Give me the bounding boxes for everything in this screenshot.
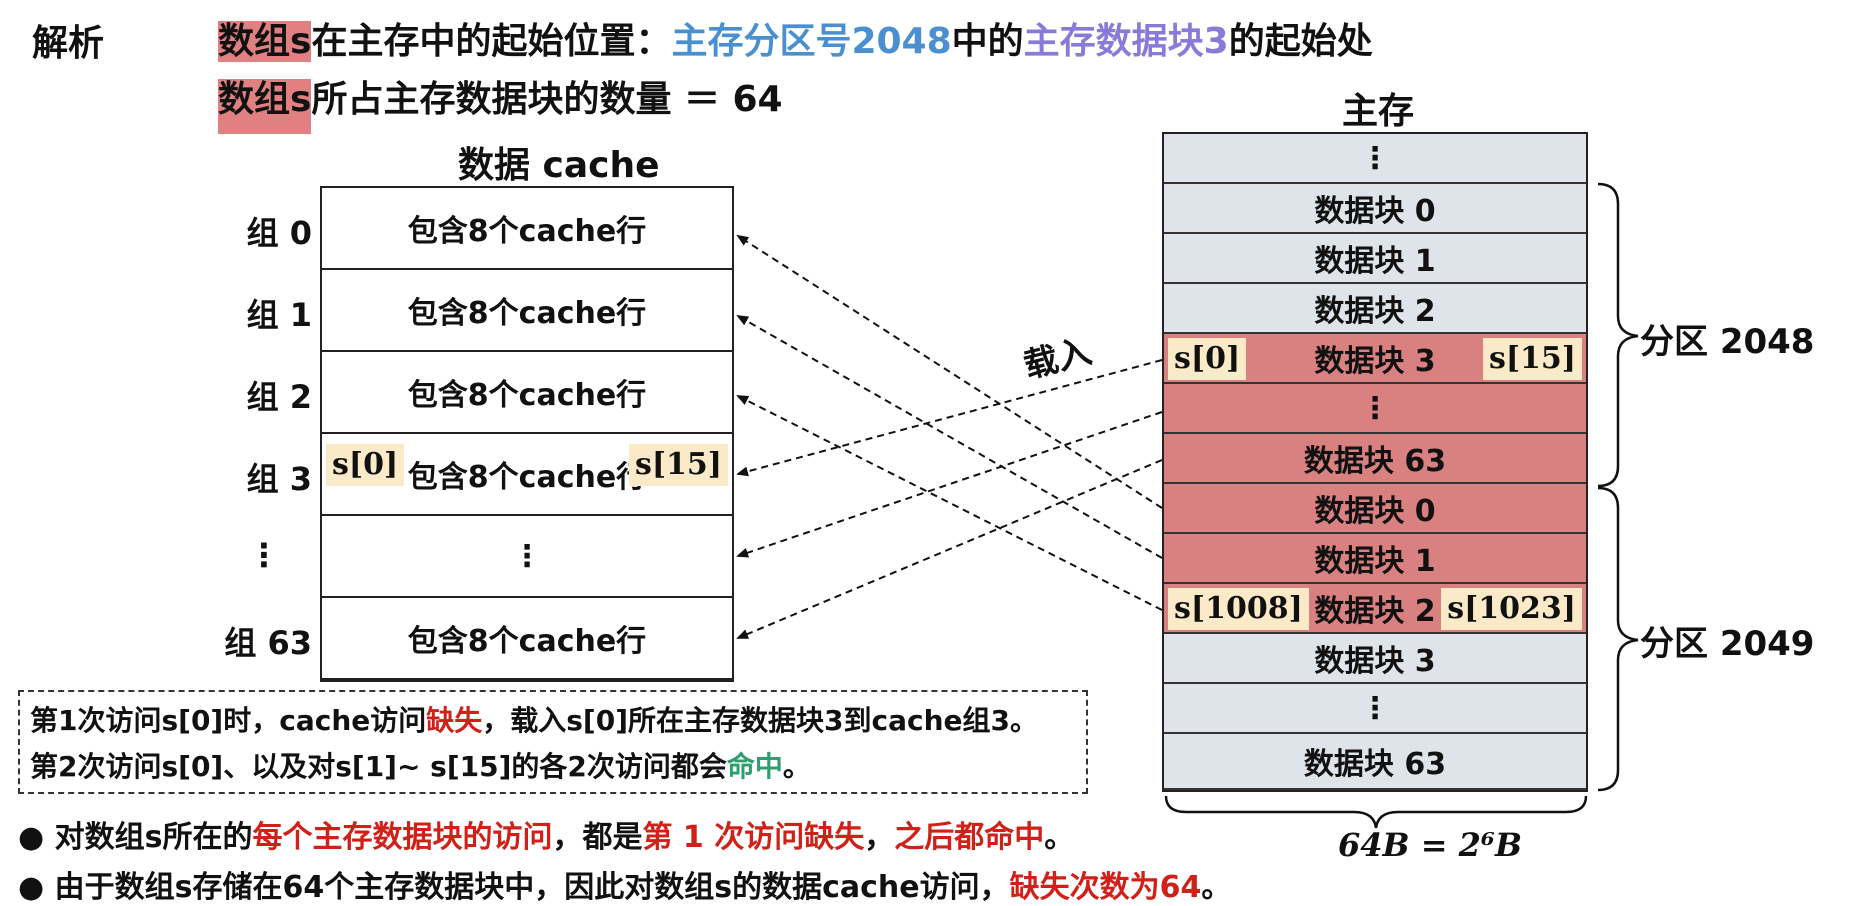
memory-row: 数据块 3: [1164, 634, 1586, 684]
bullet-1-b: ，都是: [552, 820, 643, 855]
note-box: 第1次访问s[0]时，cache访问缺失，载入s[0]所在主存数据块3到cach…: [18, 690, 1088, 794]
group-label-3: 组 3: [246, 460, 312, 498]
note-miss: 缺失: [426, 704, 483, 737]
memory-row-label: 数据块 2: [1314, 594, 1436, 629]
cache-row-content: ⋮: [512, 538, 542, 574]
bullet-1-red-3: 之后都命中: [894, 820, 1045, 855]
bullet-1-a: 对数组s所在的: [54, 820, 253, 855]
memory-tag-s15: s[15]: [1482, 338, 1582, 380]
bullet-1-red-1: 每个主存数据块的访问: [252, 820, 553, 855]
group-label-2: 组 2: [246, 378, 312, 416]
group-label-0: 组 0: [246, 214, 312, 252]
line-2: 数组s所占主存数据块的数量 ＝ 64: [218, 70, 783, 134]
memory-row: 数据块 1: [1164, 234, 1586, 284]
cache-row: 包含8个cache行: [322, 434, 732, 516]
memory-tag-s1008: s[1008]: [1168, 588, 1309, 630]
note-line-1: 第1次访问s[0]时，cache访问缺失，载入s[0]所在主存数据块3到cach…: [30, 698, 1076, 744]
cache-row: 包含8个cache行: [322, 270, 732, 352]
arrow-block63-to-group63: [736, 459, 1163, 639]
memory-table: ⋮ 数据块 0 数据块 1 数据块 2 数据块 3 ⋮ 数据块 63 数据块 0…: [1162, 132, 1588, 792]
memory-row: ⋮: [1164, 384, 1586, 434]
partition-2048-label: 分区 2048: [1640, 322, 1815, 362]
memory-row-label: 数据块 1: [1314, 544, 1436, 579]
memory-row: 数据块 0: [1164, 484, 1586, 534]
cache-row-content: 包含8个cache行: [407, 624, 647, 659]
cache-row: 包含8个cache行: [322, 188, 732, 270]
cache-row-content: 包含8个cache行: [407, 378, 647, 413]
memory-row-label: 数据块 3: [1314, 644, 1436, 679]
line-1: 数组s在主存中的起始位置：主存分区号2048中的主存数据块3的起始处: [218, 12, 1373, 64]
cache-title: 数据 cache: [458, 145, 660, 186]
memory-row: 数据块 2: [1164, 284, 1586, 334]
arrow-block0-to-group0: [736, 234, 1163, 509]
memory-row-label: 数据块 2: [1314, 294, 1436, 329]
partition-number: 主存分区号2048: [671, 21, 952, 62]
memory-row-label: ⋮: [1360, 390, 1390, 426]
memory-row-label: 数据块 1: [1314, 244, 1436, 279]
memory-row-label: 数据块 0: [1314, 194, 1436, 229]
memory-tag-s0: s[0]: [1168, 338, 1247, 380]
brace-partition-2049: [1597, 486, 1639, 792]
memory-row-label: ⋮: [1360, 690, 1390, 726]
brace-partition-2048: [1597, 182, 1639, 488]
note-line-1-a: 第1次访问s[0]时，cache访问: [30, 704, 427, 737]
note-line-2-b: 。: [782, 750, 811, 783]
bullet-2: ● 由于数组s存储在64个主存数据块中，因此对数组s的数据cache访问，缺失次…: [18, 862, 1231, 906]
bullet-1-red-2: 第 1 次访问缺失: [642, 820, 865, 855]
bullet-2-a: 由于数组s存储在64个主存数据块中，因此对数组s的数据cache访问，: [54, 870, 1010, 905]
arrow-block1-to-group1: [736, 315, 1163, 559]
memory-title: 主存: [1342, 91, 1415, 132]
cache-row: 包含8个cache行: [322, 598, 732, 680]
memory-row-label: ⋮: [1360, 140, 1390, 176]
bullet-1-c: ，: [864, 820, 895, 855]
arrow-block3-to-group3: [736, 359, 1163, 477]
note-line-2-a: 第2次访问s[0]、以及对s[1]~ s[15]的各2次访问都会: [30, 750, 727, 783]
block-number: 主存数据块3: [1023, 21, 1229, 62]
memory-row-label: 数据块 3: [1314, 344, 1436, 379]
cache-tag-s0: s[0]: [326, 444, 405, 486]
line-1-text-b: 中的: [951, 21, 1024, 62]
arrow-ellipsis-to-ellipsis: [736, 411, 1163, 558]
array-name-highlight: 数组s: [218, 21, 312, 62]
memory-tag-s1023: s[1023]: [1441, 588, 1582, 630]
cache-row: 包含8个cache行: [322, 352, 732, 434]
cache-table: 包含8个cache行 包含8个cache行 包含8个cache行 包含8个cac…: [320, 186, 734, 682]
memory-row-label: 数据块 63: [1303, 747, 1447, 782]
memory-row: 数据块 63: [1164, 434, 1586, 484]
cache-row: ⋮: [322, 516, 732, 598]
cache-row-content: 包含8个cache行: [407, 214, 647, 249]
partition-2049-label: 分区 2049: [1640, 624, 1815, 664]
brace-block-size: [1164, 795, 1588, 829]
line-1-text-c: 的起始处: [1228, 21, 1373, 62]
arrow-block2-to-group2: [736, 395, 1163, 611]
bullet-1-d: 。: [1044, 820, 1075, 855]
group-label-1: 组 1: [246, 296, 312, 334]
bullet-2-b: 。: [1201, 870, 1232, 905]
line-2-text: 所占主存数据块的数量 ＝ 64: [311, 79, 783, 120]
cache-tag-s15: s[15]: [628, 444, 728, 486]
memory-row-label: 数据块 0: [1314, 494, 1436, 529]
note-line-2: 第2次访问s[0]、以及对s[1]~ s[15]的各2次访问都会命中。: [30, 744, 1076, 790]
note-hit: 命中: [726, 750, 783, 783]
memory-row: 数据块 63: [1164, 734, 1586, 790]
memory-row-label: 数据块 63: [1303, 444, 1447, 479]
cache-row-content: 包含8个cache行: [407, 296, 647, 331]
array-name-highlight-2: 数组s: [218, 79, 312, 134]
memory-row: ⋮: [1164, 134, 1586, 184]
memory-row: 数据块 1: [1164, 534, 1586, 584]
note-line-1-b: ，载入s[0]所在主存数据块3到cache组3。: [482, 704, 1038, 737]
group-label-ellipsis: ⋮: [248, 536, 280, 574]
cache-row-content: 包含8个cache行: [407, 460, 647, 495]
bullet-dot-icon: ●: [18, 870, 55, 905]
heading-label: 解析: [32, 23, 105, 64]
memory-row: ⋮: [1164, 684, 1586, 734]
memory-row: 数据块 0: [1164, 184, 1586, 234]
bullet-1: ● 对数组s所在的每个主存数据块的访问，都是第 1 次访问缺失，之后都命中。: [18, 812, 1074, 856]
block-size-label: 64B = 2⁶B: [1338, 826, 1522, 864]
line-1-text-a: 在主存中的起始位置：: [311, 21, 672, 62]
bullet-2-red: 缺失次数为64: [1009, 870, 1202, 905]
group-label-63: 组 63: [224, 624, 312, 662]
bullet-dot-icon: ●: [18, 820, 55, 855]
